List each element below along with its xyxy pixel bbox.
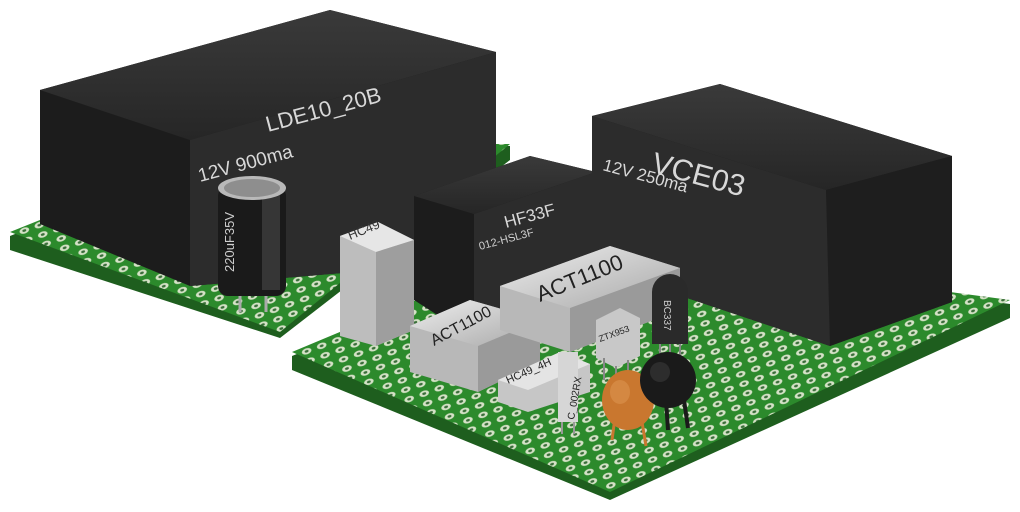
electrolytic-capacitor: 220uF35V bbox=[218, 176, 286, 312]
relay-right: VCE03 12V 250ma bbox=[592, 84, 952, 346]
ceramic-capacitor-black bbox=[640, 352, 696, 431]
transistor-ztx953: ZTX953 bbox=[596, 308, 640, 388]
electrolytic-capacitor-label: 220uF35V bbox=[222, 212, 237, 272]
crystal-hc49: HC49 bbox=[340, 216, 414, 346]
capacitor-c002rx: C_002RX bbox=[558, 352, 585, 434]
transistor-bc337-label: BC337 bbox=[661, 300, 672, 331]
